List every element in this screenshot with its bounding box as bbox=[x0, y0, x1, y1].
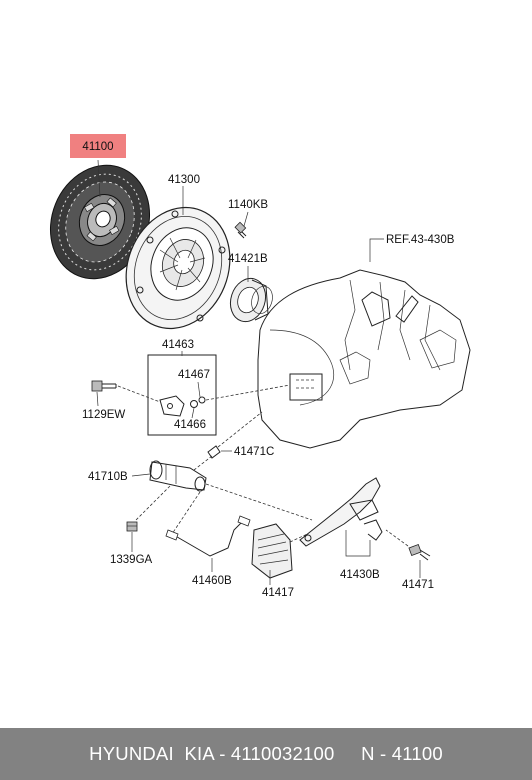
label-41463: 41463 bbox=[162, 339, 194, 351]
hose-41460b-drawing bbox=[165, 515, 251, 557]
dash-41471c bbox=[193, 455, 213, 471]
boot-41417-drawing bbox=[251, 523, 293, 579]
dash-cylinder-to-fork bbox=[205, 483, 313, 521]
leader-41466 bbox=[191, 407, 195, 419]
connector-41471c-drawing bbox=[207, 445, 221, 459]
bolt-1140kb-drawing bbox=[234, 221, 247, 239]
dash-41471c-up bbox=[217, 411, 263, 448]
dash-cylinder-to-nut bbox=[135, 485, 171, 521]
bolt-41471-drawing bbox=[408, 544, 431, 561]
label-41460b: 41460B bbox=[192, 575, 232, 587]
label-41710b: 41710B bbox=[88, 471, 128, 483]
release-bearing-drawing bbox=[229, 277, 273, 323]
label-41100: 41100 bbox=[82, 141, 113, 153]
transmission-housing-drawing bbox=[257, 269, 471, 449]
label-41466: 41466 bbox=[174, 419, 206, 431]
label-41430b: 41430B bbox=[340, 569, 380, 581]
leader-41710b bbox=[131, 473, 151, 477]
leader-41100 bbox=[97, 159, 101, 198]
dash-41471 bbox=[385, 529, 409, 547]
dash-bracket-to-housing bbox=[205, 384, 291, 401]
slave-cylinder-drawing bbox=[149, 460, 207, 492]
leader-1129ew bbox=[96, 391, 99, 407]
nut-1339ga-drawing bbox=[126, 521, 138, 532]
pressure-plate-drawing bbox=[125, 206, 231, 330]
leader-41430b bbox=[345, 530, 371, 557]
leader-41467 bbox=[197, 381, 201, 398]
label-41417: 41417 bbox=[262, 587, 294, 599]
label-41467: 41467 bbox=[178, 369, 210, 381]
bracket-drawing bbox=[159, 395, 206, 417]
dash-bolt-to-bracket bbox=[117, 385, 161, 403]
label-41300: 41300 bbox=[168, 174, 200, 186]
parts-diagram: 41100 41300 1140KB 41421B REF.43-430B bbox=[49, 134, 471, 599]
label-1140kb: 1140KB bbox=[228, 199, 268, 211]
dash-cylinder-to-hose bbox=[171, 491, 201, 535]
label-41421b: 41421B bbox=[228, 253, 268, 265]
leader-ref bbox=[369, 238, 384, 262]
label-ref-43-430b: REF.43-430B bbox=[386, 234, 455, 246]
release-fork-drawing bbox=[299, 477, 383, 547]
label-1129ew: 1129EW bbox=[82, 409, 125, 421]
footer-bar: HYUNDAI KIA - 4110032100 N - 41100 bbox=[0, 728, 532, 780]
label-1339ga: 1339GA bbox=[110, 554, 153, 566]
highlight-box-41100 bbox=[70, 134, 126, 158]
leader-1140kb bbox=[243, 211, 249, 227]
footer-part-number-text: HYUNDAI KIA - 4110032100 N - 41100 bbox=[89, 743, 443, 764]
bolt-1129ew-drawing bbox=[91, 380, 117, 392]
clutch-disc-drawing bbox=[49, 164, 151, 280]
label-41471c: 41471C bbox=[234, 446, 274, 458]
label-41471: 41471 bbox=[402, 579, 434, 591]
